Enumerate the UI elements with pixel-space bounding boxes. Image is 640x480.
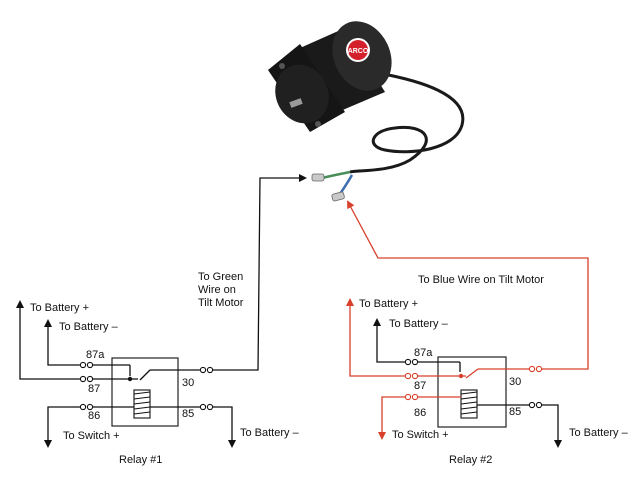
relay-2-terminal-86-b: [411, 393, 419, 401]
green-wire-terminal: [311, 173, 325, 182]
relay-1-label-battery-plus: To Battery +: [30, 302, 89, 314]
relay-2-terminal-30-a: [528, 365, 536, 373]
blue-wire-label: To Blue Wire on Tilt Motor: [418, 274, 544, 286]
relay-2-label-battery-minus-85: To Battery –: [569, 427, 629, 439]
relay-1-wire-switch-plus: [44, 406, 80, 448]
relay-1-pin-85: 85: [182, 408, 194, 420]
relay-1-terminal-86-b: [86, 403, 94, 411]
relay-1-terminal-87a-a: [79, 361, 87, 369]
relay-1-terminal-87-a: [79, 375, 87, 383]
relay-2-label-battery-plus: To Battery +: [359, 298, 418, 310]
relay-2-terminal-85-b: [535, 401, 543, 409]
green-wire-label-line-1: To Green: [198, 271, 243, 283]
arco-logo: ARCO: [346, 38, 370, 62]
relay-1-wire-green: [213, 174, 307, 371]
relay-1-87-dot: [127, 376, 133, 382]
relay-1-wire-battery-plus: [16, 300, 80, 380]
svg-text:ARCO: ARCO: [348, 48, 369, 55]
relay-2-coil-windings: [460, 391, 478, 415]
relay-2-wire-blue: [347, 200, 589, 370]
mount-bolt-1: [279, 63, 285, 69]
relay-1-terminal-30-b: [206, 366, 214, 374]
tilt-motor: ARCO: [268, 21, 465, 202]
relay-1-wire-battery-minus-85: [213, 406, 236, 448]
relay-1-label-battery-minus-85: To Battery –: [240, 427, 300, 439]
relay-2-terminal-86-a: [404, 393, 412, 401]
relay-2-terminal-87-a: [404, 372, 412, 380]
green-wire-label-line-2: Wire on: [198, 284, 236, 296]
mount-bolt-2: [315, 121, 321, 127]
relay-2-pin-86: 86: [414, 407, 426, 419]
relay-2-pin-87: 87: [414, 380, 426, 392]
relay-1-pin-30: 30: [182, 377, 194, 389]
relay-2-terminal-30-b: [535, 365, 543, 373]
relay-2-pin-87a: 87a: [414, 347, 433, 359]
motor-shaft: [289, 98, 303, 108]
relay-2-pin-85: 85: [509, 406, 521, 418]
relay-2: To Battery + To Battery – To Switch + To…: [346, 200, 629, 466]
relay-1-terminal-87-b: [86, 375, 94, 383]
relay-2-pin-30: 30: [509, 376, 521, 388]
green-wire-label-line-3: Tilt Motor: [198, 297, 244, 309]
motor-green-wire: [321, 170, 351, 180]
relay-1-terminal-85-a: [199, 403, 207, 411]
relay-1-coil-windings: [133, 391, 151, 415]
relay-1-terminal-30-a: [199, 366, 207, 374]
relay-1-label-battery-minus: To Battery –: [59, 321, 119, 333]
relay-1-pin-86: 86: [88, 410, 100, 422]
relay-2-wire-battery-plus: [346, 298, 405, 377]
relay-2-contact-arm: [465, 368, 479, 379]
relay-2-label-switch-plus: To Switch +: [392, 429, 449, 441]
green-wire-label: To Green Wire on Tilt Motor: [198, 271, 244, 309]
relay-1-contact-arm: [139, 369, 151, 381]
motor-front-face: [275, 64, 329, 124]
motor-blue-wire: [338, 174, 354, 195]
relay-2-wire-battery-minus-85: [542, 404, 562, 448]
relay-1-pin-87a: 87a: [86, 349, 105, 361]
relay-2-terminal-87a-b: [411, 358, 419, 366]
relay-1-terminal-85-b: [206, 403, 214, 411]
relay-1-label-switch-plus: To Switch +: [63, 430, 120, 442]
motor-black-cable: [349, 70, 465, 174]
relay-2-label-battery-minus: To Battery –: [389, 318, 449, 330]
relay-2-terminal-87-b: [411, 372, 419, 380]
relay-1: To Battery + To Battery – To Switch + To…: [16, 174, 307, 466]
relay-2-wire-switch-plus: [378, 396, 405, 440]
relay-1-wire-battery-minus: [44, 319, 80, 366]
relay-2-87-dot: [458, 373, 464, 379]
relay-2-terminal-85-a: [528, 401, 536, 409]
relay-1-name: Relay #1: [119, 454, 162, 466]
relay-2-terminal-87a-a: [404, 358, 412, 366]
relay-1-pin-87: 87: [88, 383, 100, 395]
relay-1-terminal-87a-b: [86, 361, 94, 369]
relay-2-wire-battery-minus: [373, 318, 405, 363]
relay-1-terminal-86-a: [79, 403, 87, 411]
relay-2-name: Relay #2: [449, 454, 492, 466]
blue-wire-terminal: [331, 191, 345, 202]
